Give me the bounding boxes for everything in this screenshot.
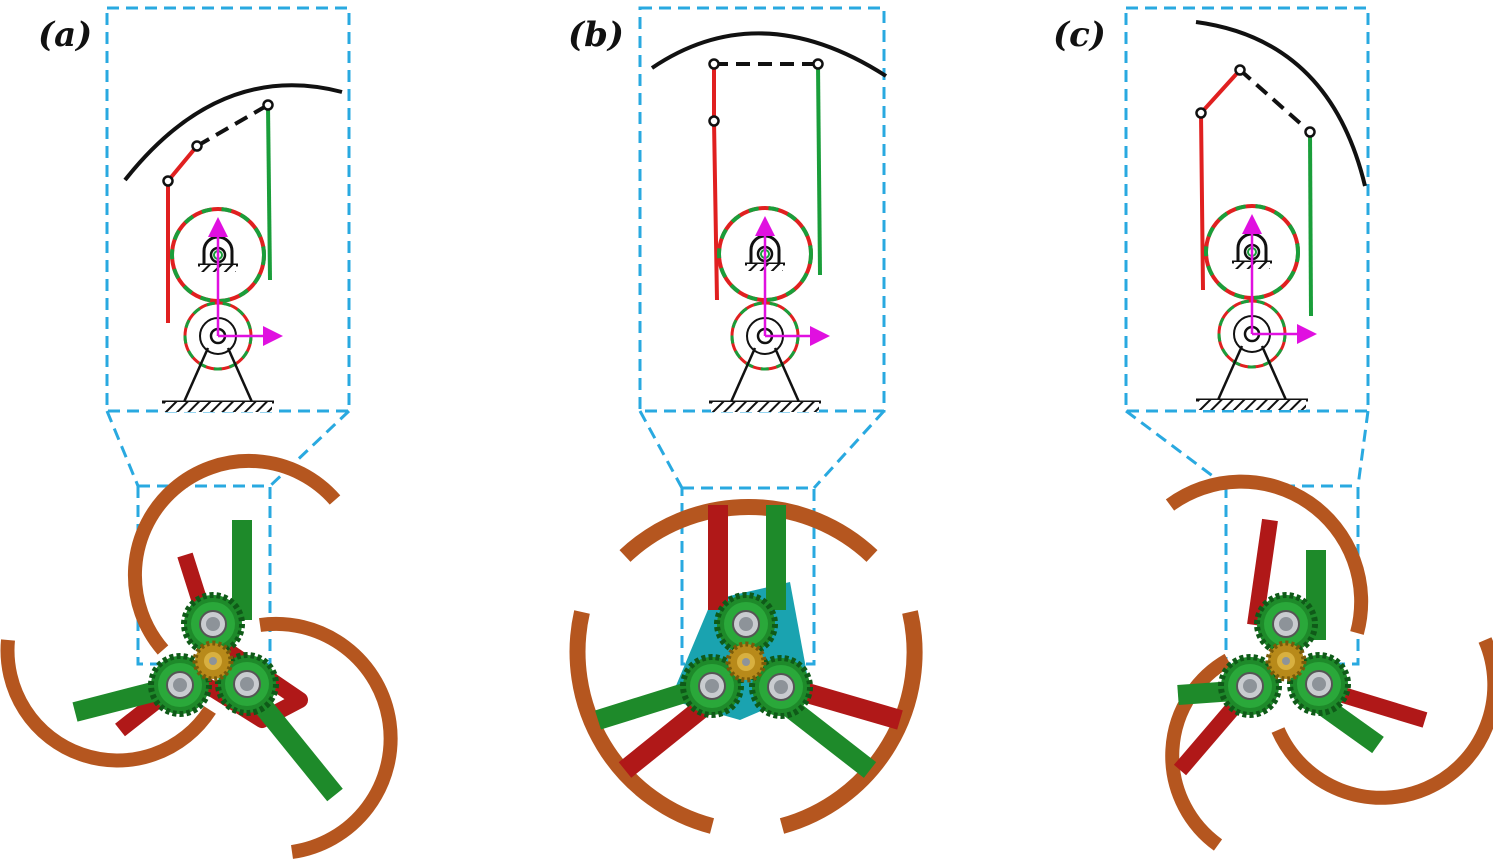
right-finger-link <box>266 104 272 281</box>
gripper-render-a <box>0 453 398 859</box>
gripper-render-b <box>569 499 923 834</box>
panel-c <box>1124 6 1493 851</box>
object-arc <box>1195 20 1367 187</box>
panel-b <box>569 6 923 834</box>
object-arc <box>650 31 888 78</box>
left-finger-link <box>166 144 199 323</box>
right-finger-link <box>1308 131 1313 317</box>
right-finger-link <box>816 63 822 276</box>
kinematic-schematic-a <box>123 83 343 414</box>
kinematic-schematic-c <box>1194 20 1367 412</box>
gripper-render-c <box>1165 474 1493 851</box>
object-arc <box>123 83 343 182</box>
left-finger-link <box>712 64 719 301</box>
panel-label-c: (c) <box>1053 15 1106 55</box>
kinematic-schematic-b <box>650 31 888 414</box>
panel-label-b: (b) <box>568 15 624 55</box>
panel-a <box>0 6 398 859</box>
panel-label-a: (a) <box>38 15 92 55</box>
